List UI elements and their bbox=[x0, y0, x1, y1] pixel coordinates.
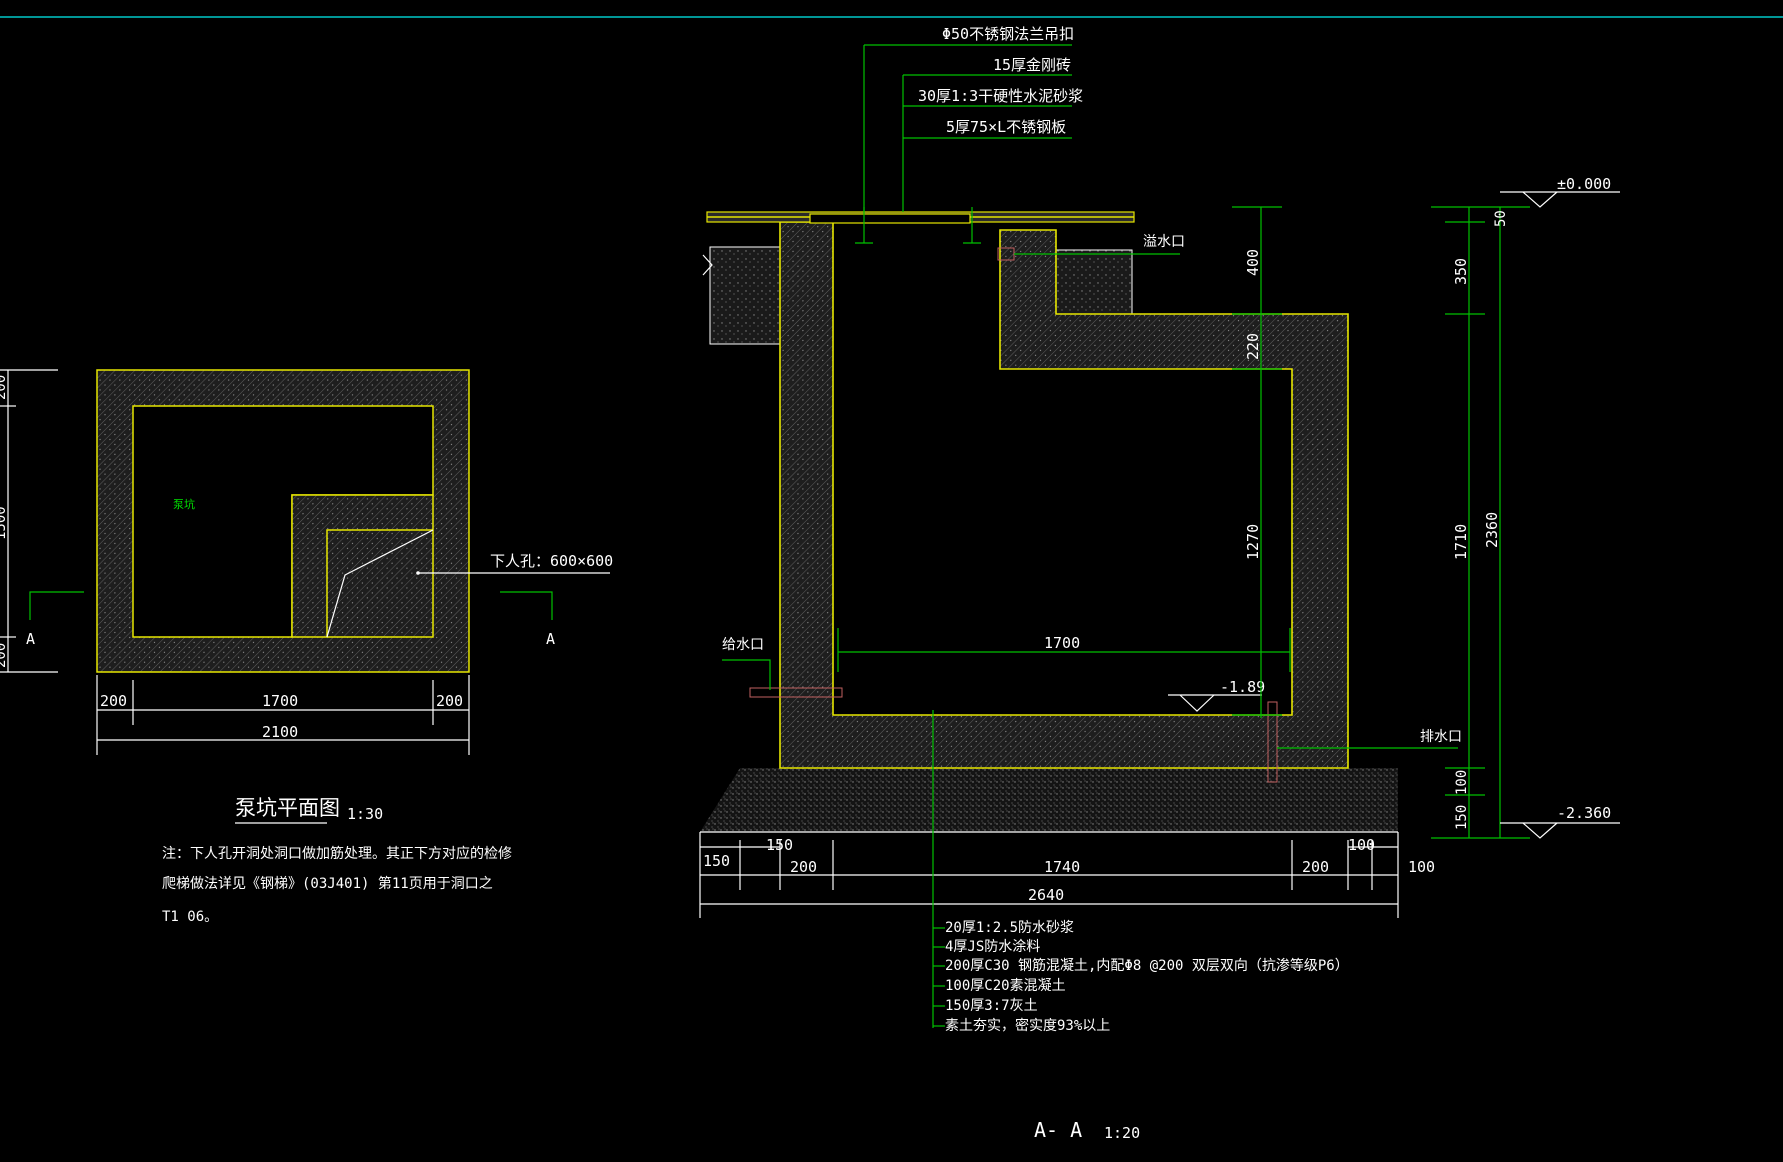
inner-dim-1: 400 bbox=[1244, 249, 1262, 276]
base-soil bbox=[700, 768, 1398, 832]
bottom-dim-top-1: 150 bbox=[766, 836, 793, 854]
inner-width: 1700 bbox=[1044, 634, 1080, 652]
outer-dim-total: 2360 bbox=[1483, 512, 1501, 548]
plan-dim-h-2: 1500 bbox=[0, 506, 9, 540]
plan-dim-h-3: 200 bbox=[0, 643, 9, 668]
cover-layer-1: Φ50不锈钢法兰吊扣 bbox=[942, 25, 1074, 43]
section-bottom-dims: 150 100 150 200 1740 200 100 2640 bbox=[699, 832, 1435, 918]
bottom-dim-1: 150 bbox=[703, 852, 730, 870]
drain-pipe bbox=[1267, 701, 1278, 783]
outer-dim-4: 100 bbox=[1454, 770, 1470, 795]
plan-note-line-3: T1 06。 bbox=[162, 909, 218, 925]
base-layer-5: 150厚3:7灰土 bbox=[945, 998, 1038, 1014]
cover-leaders bbox=[863, 44, 1072, 212]
outer-dim-1: 50 bbox=[1493, 210, 1509, 227]
bottom-dim-5: 100 bbox=[1408, 858, 1435, 876]
outer-dim-2: 350 bbox=[1452, 258, 1470, 285]
manhole-label: 下人孔：600×600 bbox=[490, 552, 613, 570]
cover-plate bbox=[706, 207, 1135, 244]
leader-dot bbox=[416, 571, 420, 575]
plan-dim-w-3: 200 bbox=[436, 692, 463, 710]
outer-dim-3: 1710 bbox=[1452, 524, 1470, 560]
bottom-dim-total: 2640 bbox=[1028, 886, 1064, 904]
left-ground-block bbox=[709, 246, 781, 345]
bottom-dim-4: 200 bbox=[1302, 858, 1329, 876]
base-layer-2: 4厚JS防水涂料 bbox=[945, 939, 1040, 955]
plan-vertical-dims: 200 1500 200 bbox=[0, 369, 58, 673]
section-mark-left-label: A bbox=[26, 630, 35, 648]
section-a-a: Φ50不锈钢法兰吊扣 15厚金刚砖 30厚1:3干硬性水泥砂浆 5厚75×L不锈… bbox=[699, 25, 1620, 1142]
section-inner-vertical-dims: 400 220 1270 bbox=[1232, 206, 1282, 718]
inlet-label: 给水口 bbox=[722, 637, 764, 653]
pump-label: 泵坑 bbox=[173, 497, 195, 511]
bottom-dim-2: 200 bbox=[790, 858, 817, 876]
pump-pit-plan: 下人孔：600×600 泵坑 A A 200 1500 200 200 17 bbox=[0, 369, 613, 925]
section-scale: 1:20 bbox=[1104, 1124, 1140, 1142]
section-outer-vertical-dims: 50 350 1710 100 150 2360 bbox=[1431, 206, 1530, 839]
level-top-triangle bbox=[1522, 191, 1558, 208]
section-mark-left bbox=[29, 591, 84, 620]
floor-level-triangle bbox=[1179, 694, 1215, 712]
floor-level: -1.89 bbox=[1220, 678, 1265, 696]
drain-label: 排水口 bbox=[1420, 729, 1462, 745]
inlet-leader bbox=[722, 659, 771, 690]
inlet-pipe bbox=[749, 687, 843, 698]
overflow-label: 溢水口 bbox=[1143, 234, 1185, 250]
level-top: ±0.000 bbox=[1557, 175, 1611, 193]
plan-dim-h-1: 200 bbox=[0, 375, 9, 400]
right-ground-block bbox=[1055, 249, 1133, 315]
bottom-dim-top-2: 100 bbox=[1348, 836, 1375, 854]
plan-note-line-1: 注：下人孔开洞处洞口做加筋处理。其正下方对应的检修 bbox=[162, 845, 512, 862]
inner-dim-3: 1270 bbox=[1244, 524, 1262, 560]
plan-dim-w-1: 200 bbox=[100, 692, 127, 710]
plan-dim-w-2: 1700 bbox=[262, 692, 298, 710]
section-mark-right bbox=[500, 591, 553, 620]
base-layer-leaders bbox=[932, 710, 945, 1028]
plan-dim-total: 2100 bbox=[262, 723, 298, 741]
ladder-line bbox=[326, 529, 434, 638]
plan-manhole-wall bbox=[291, 494, 434, 638]
level-bottom-triangle bbox=[1522, 822, 1558, 839]
break-line-left bbox=[702, 254, 713, 276]
base-layer-6: 素土夯实，密实度93%以上 bbox=[945, 1017, 1110, 1034]
bottom-dim-3: 1740 bbox=[1044, 858, 1080, 876]
section-mark-right-label: A bbox=[546, 630, 555, 648]
cover-layer-3: 30厚1:3干硬性水泥砂浆 bbox=[918, 87, 1083, 105]
base-layer-1: 20厚1:2.5防水砂浆 bbox=[945, 920, 1074, 936]
base-layer-4: 100厚C20素混凝土 bbox=[945, 978, 1066, 994]
cover-layer-2: 15厚金刚砖 bbox=[993, 56, 1071, 74]
pit-wall bbox=[779, 221, 1349, 769]
base-layer-3: 200厚C30 钢筋混凝土,内配Φ8 @200 双层双向（抗渗等级P6） bbox=[945, 957, 1349, 974]
plan-horizontal-dims: 200 1700 200 2100 bbox=[96, 675, 470, 755]
plan-note-line-2: 爬梯做法详见《钢梯》(03J401) 第11页用于洞口之 bbox=[162, 875, 493, 892]
inner-dim-2: 220 bbox=[1244, 333, 1262, 360]
cover-layer-4: 5厚75×L不锈钢板 bbox=[946, 118, 1066, 136]
plan-title: 泵坑平面图 bbox=[235, 796, 340, 820]
level-bottom: -2.360 bbox=[1557, 804, 1611, 822]
outer-dim-5: 150 bbox=[1454, 805, 1470, 830]
section-title: A- A bbox=[1034, 1118, 1082, 1142]
plan-scale: 1:30 bbox=[347, 805, 383, 823]
